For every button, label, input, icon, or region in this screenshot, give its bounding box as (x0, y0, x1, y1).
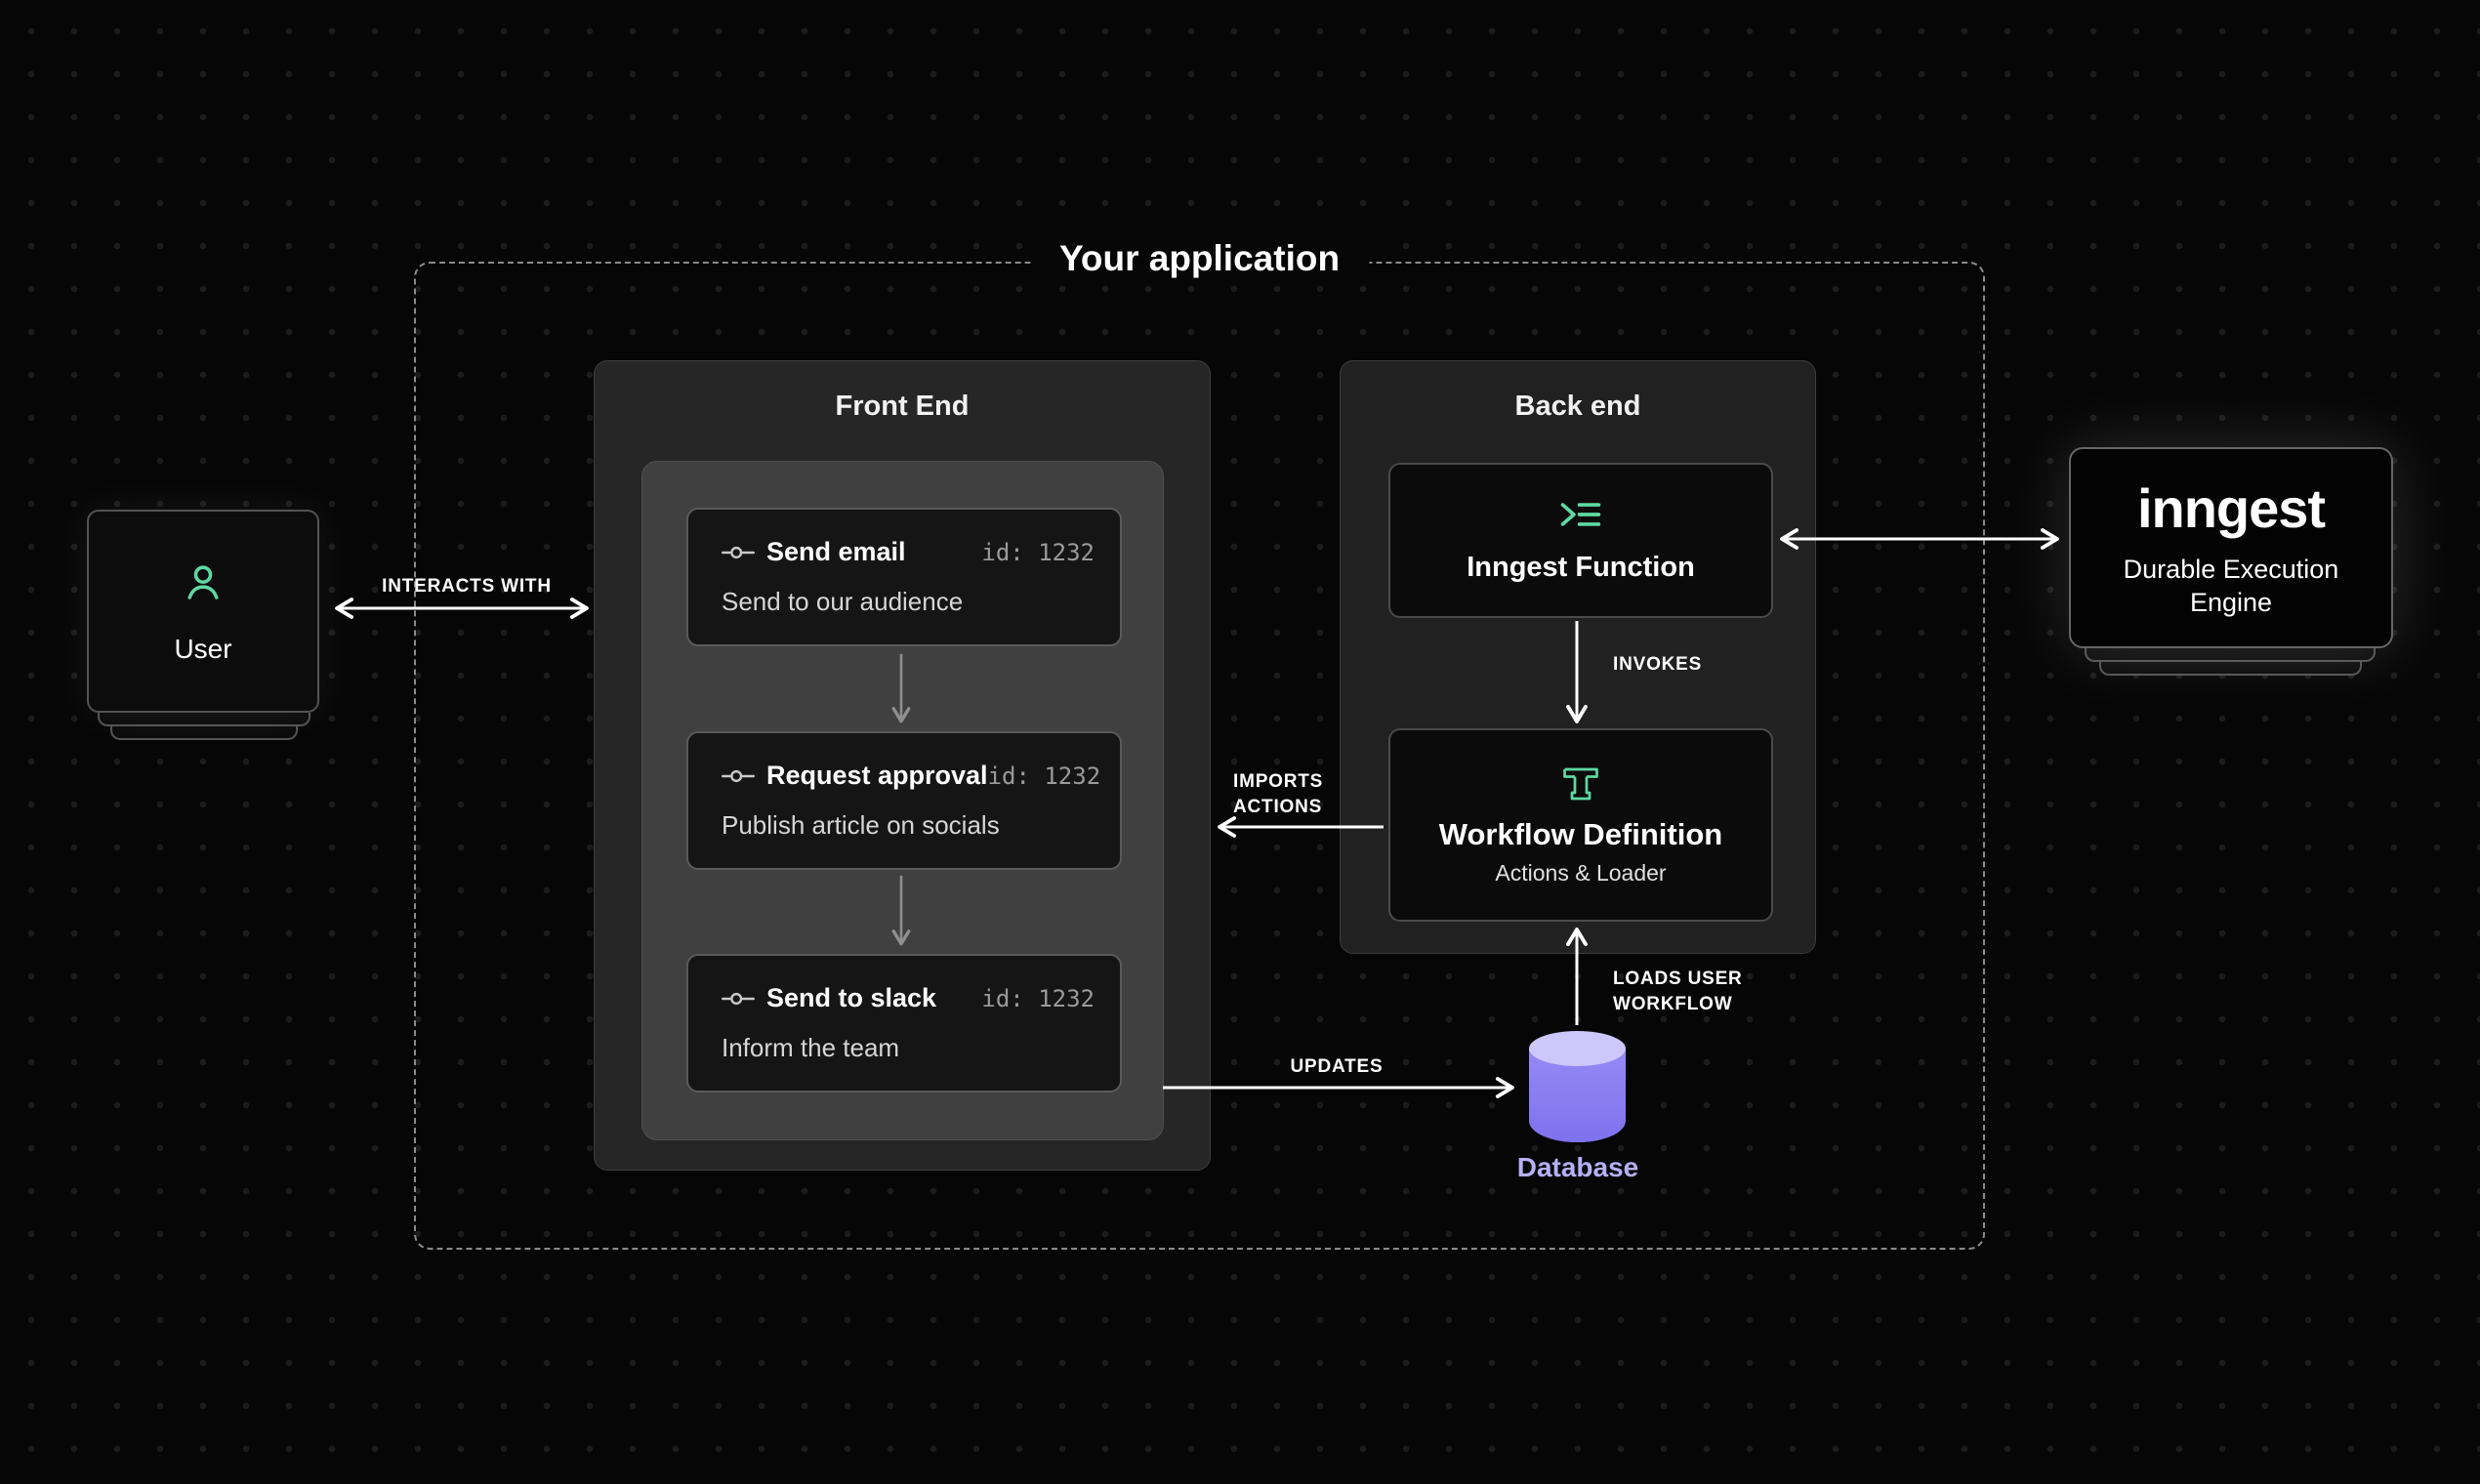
database-label: Database (1516, 1152, 1639, 1182)
pipe-tee-icon (1560, 763, 1601, 809)
step-id: id: 1232 (987, 762, 1101, 790)
front-end-panel: Front End Send email id: 1232 Send to ou… (594, 360, 1211, 1171)
user-label: User (174, 633, 232, 664)
edge-label-loads-user-workflow: LOADS USER WORKFLOW (1613, 967, 1743, 1017)
step-node-icon (722, 545, 755, 560)
user-card-stack-layer (110, 726, 298, 740)
step-card-send-to-slack: Send to slack id: 1232 Inform the team (686, 954, 1122, 1092)
step-description: Publish article on socials (722, 810, 1000, 840)
database-cylinder-icon (1529, 1031, 1626, 1142)
inngest-function-card: Inngest Function (1388, 463, 1773, 618)
workflow-steps-container: Send email id: 1232 Send to our audience… (641, 461, 1164, 1140)
edge-label-updates: UPDATES (1290, 1056, 1384, 1077)
application-title: Your application (1029, 238, 1370, 279)
inngest-logo: inngest (2136, 476, 2326, 539)
edge-label-imports-actions: IMPORTS ACTIONS (1233, 769, 1323, 820)
application-boundary: Your application (414, 238, 1985, 1250)
inngest-engine-card: inngest Durable Execution Engine (2069, 447, 2393, 648)
edge-label-line: IMPORTS (1233, 771, 1324, 792)
user-card: User (87, 510, 319, 713)
step-head: Send email id: 1232 (722, 537, 1095, 567)
step-description: Inform the team (722, 1033, 900, 1062)
step-head: Send to slack id: 1232 (722, 983, 1095, 1013)
edge-label-line: ACTIONS (1233, 797, 1323, 817)
step-id: id: 1232 (981, 538, 1095, 566)
step-card-request-approval: Request approval id: 1232 Publish articl… (686, 731, 1122, 870)
back-end-panel: Back end Inngest Function Workflow Defin… (1340, 360, 1816, 954)
step-title: Request approval (766, 761, 988, 790)
step-title: Send email (766, 537, 906, 566)
workflow-definition-card: Workflow Definition Actions & Loader (1388, 728, 1773, 922)
front-end-title: Front End (835, 391, 970, 422)
step-description: Send to our audience (722, 587, 964, 616)
step-title: Send to slack (766, 983, 937, 1012)
edge-label-invokes: INVOKES (1613, 654, 1703, 675)
database-cylinder-top (1529, 1031, 1626, 1066)
inngest-card-stack-layer (2099, 662, 2362, 676)
edge-label-interacts-with: INTERACTS WITH (382, 576, 552, 597)
code-list-icon (1558, 498, 1603, 536)
back-end-title: Back end (1514, 391, 1641, 422)
step-node-icon (722, 768, 755, 784)
step-card-send-email: Send email id: 1232 Send to our audience (686, 508, 1122, 646)
step-head: Request approval id: 1232 (722, 761, 1100, 791)
workflow-definition-subtitle: Actions & Loader (1495, 860, 1667, 886)
user-icon (179, 558, 227, 612)
step-node-icon (722, 991, 755, 1007)
edge-label-line: LOADS USER (1613, 969, 1743, 989)
inngest-engine-subtitle: Durable Execution Engine (2123, 554, 2339, 617)
user-card-stack-layer (98, 713, 310, 726)
workflow-definition-title: Workflow Definition (1438, 817, 1723, 851)
inngest-function-label: Inngest Function (1467, 551, 1695, 583)
edge-label-line: WORKFLOW (1613, 994, 1733, 1014)
step-id: id: 1232 (981, 984, 1095, 1012)
inngest-card-stack-layer (2085, 648, 2376, 662)
